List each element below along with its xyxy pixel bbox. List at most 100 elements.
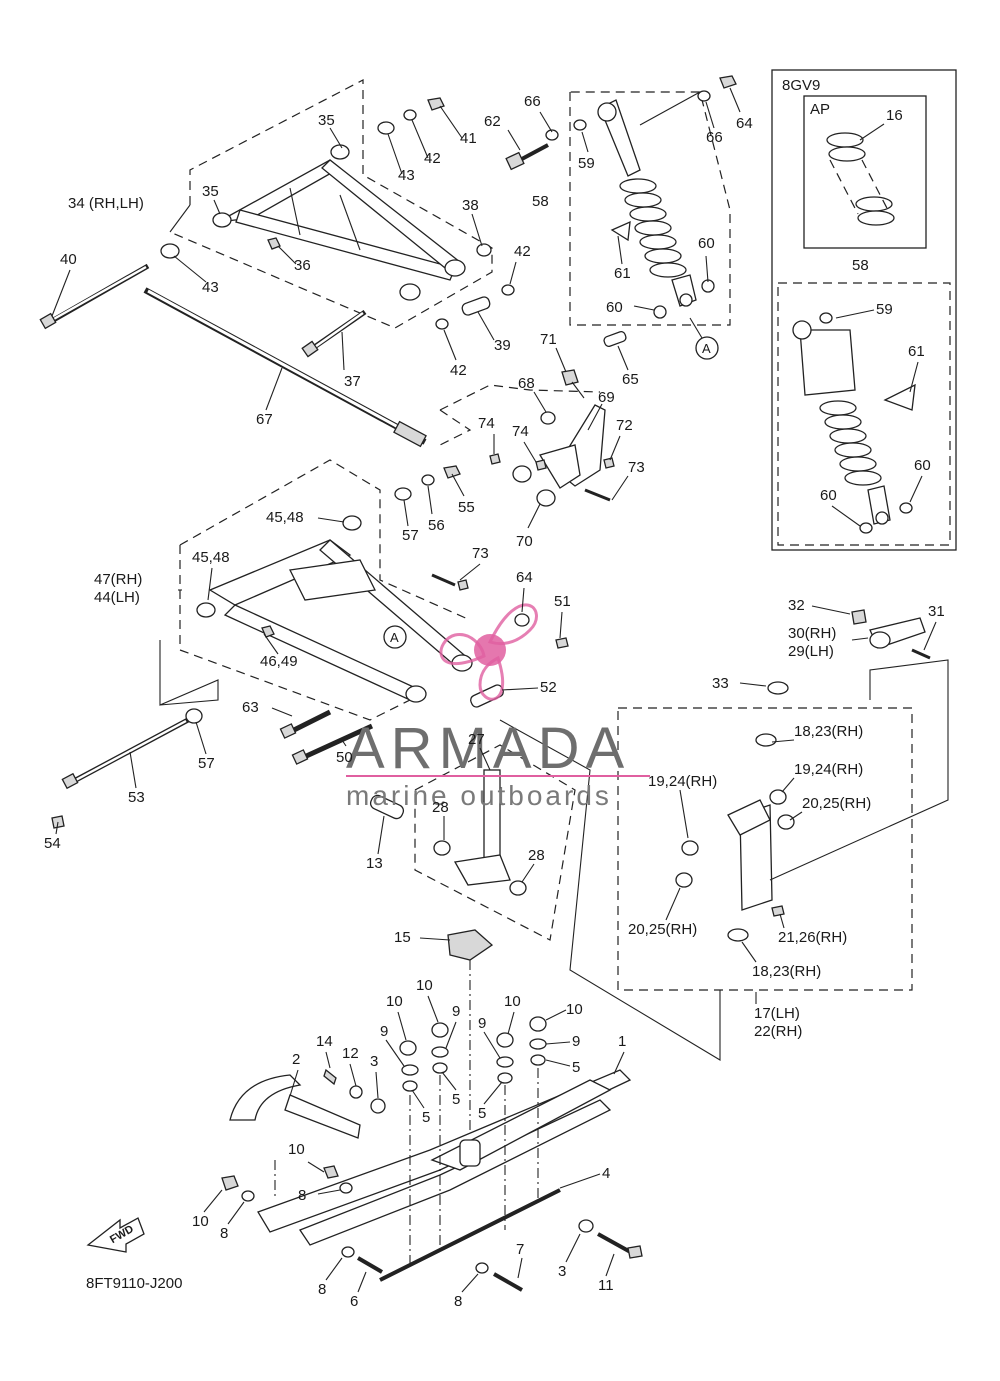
callout: 32 [788,597,805,614]
callout: 28 [528,847,545,864]
callout: 70 [516,533,533,550]
upper-arm-assembly [39,79,515,448]
callout: 51 [554,593,571,610]
callout: 5 [422,1109,430,1126]
watermark: ARMADA marine outboards [346,603,650,811]
callout: 65 [622,371,639,388]
callout: 62 [484,113,501,130]
callout: 35 [202,183,219,200]
callout: 60 [606,299,623,316]
callout: 19,24(RH) [794,761,863,778]
spindle-assembly [369,744,576,1140]
callout: 45,48 [266,509,304,526]
callout: 28 [432,799,449,816]
watermark-tagline: marine outboards [346,780,612,811]
variant-box [771,69,957,551]
callout: 9 [572,1033,580,1050]
variant-box-label: 8GV9 [782,77,820,94]
callout: 5 [572,1059,580,1076]
callout: 42 [450,362,467,379]
callout: 4 [602,1165,610,1182]
ref-marker-a-top: A [702,341,711,356]
callout: 68 [518,375,535,392]
callout: 17(LH) [754,1005,800,1022]
callout: 60 [820,487,837,504]
callout: 12 [342,1045,359,1062]
shock-absorber [505,75,737,360]
callout: 58 [532,193,549,210]
callout: 52 [540,679,557,696]
callout: 37 [344,373,361,390]
callout: 3 [370,1053,378,1070]
callout: 55 [458,499,475,516]
callout: 22(RH) [754,1023,802,1040]
callout: 56 [428,517,445,534]
fwd-arrow-icon: FWD [86,1217,145,1253]
callout: 10 [192,1213,209,1230]
ref-marker-a-mid: A [390,630,399,645]
shock-spring [619,178,687,278]
callout-labels: 35 41 42 43 34 (RH,LH) 35 38 36 40 43 42… [44,93,945,1310]
callout: 64 [736,115,753,132]
callout: 1 [618,1033,626,1050]
callout: 61 [908,343,925,360]
callout: 73 [472,545,489,562]
callout: 42 [424,150,441,167]
callout: 8 [298,1187,306,1204]
callout: 60 [914,457,931,474]
variant-shock-spring [819,400,882,486]
variant-sub-label: AP [810,101,830,118]
callout: 8 [318,1281,326,1298]
callout: 14 [316,1033,333,1050]
callout: 3 [558,1263,566,1280]
callout: 47(RH) [94,571,142,588]
callout: 5 [478,1105,486,1122]
callout: 59 [578,155,595,172]
callout: 43 [202,279,219,296]
callout: 20,25(RH) [628,921,697,938]
callout: 39 [494,337,511,354]
callout: 8 [454,1293,462,1310]
callout: 2 [292,1051,300,1068]
callout: 5 [452,1091,460,1108]
callout: 46,49 [260,653,298,670]
callout: 42 [514,243,531,260]
ski-assembly [221,1016,643,1292]
callout: 6 [350,1293,358,1310]
callout: 10 [288,1141,305,1158]
link-assembly [439,369,615,507]
callout: 66 [706,129,723,146]
callout: 38 [462,197,479,214]
callout: 19,24(RH) [648,773,717,790]
callout: 10 [416,977,433,994]
callout: 20,25(RH) [802,795,871,812]
callout: 71 [540,331,557,348]
callout: 15 [394,929,411,946]
callout: 11 [598,1277,614,1294]
callout: 67 [256,411,273,428]
callout: 7 [516,1241,524,1258]
callout: 10 [566,1001,583,1018]
callout: 57 [198,755,215,772]
callout: 73 [628,459,645,476]
callout: 44(LH) [94,589,140,606]
callout: 61 [614,265,631,282]
callout: 8 [220,1225,228,1242]
callout: 13 [366,855,383,872]
callout: 53 [128,789,145,806]
callout: 60 [698,235,715,252]
callout: 9 [452,1003,460,1020]
diagram-code: 8FT9110-J200 [86,1275,182,1292]
callout: 64 [516,569,533,586]
callout: 54 [44,835,61,852]
callout: 40 [60,251,77,268]
callout: 43 [398,167,415,184]
spring-16 [826,132,895,226]
callout: 18,23(RH) [794,723,863,740]
spindle-housing-assembly [499,609,949,1061]
callout: 10 [386,993,403,1010]
callout: 74 [512,423,529,440]
callout: 29(LH) [788,643,834,660]
callout: 30(RH) [788,625,836,642]
